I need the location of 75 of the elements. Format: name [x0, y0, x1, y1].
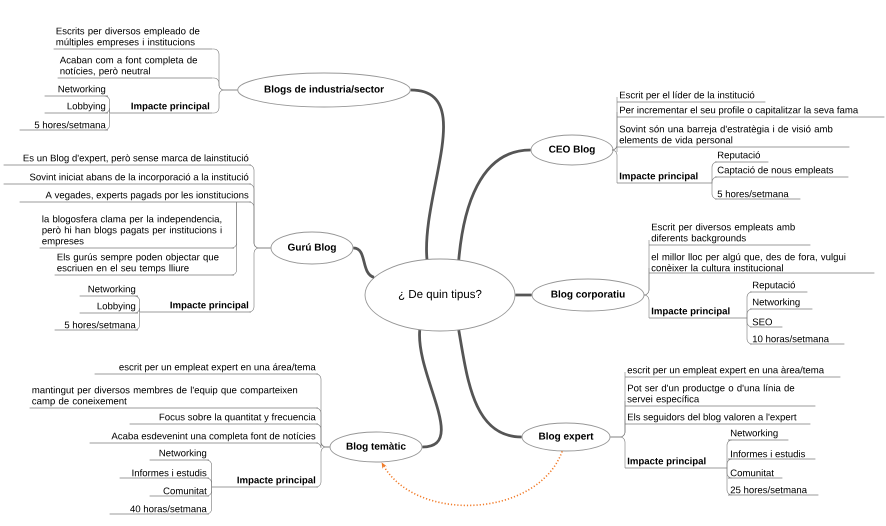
underlined-text: Acaba esdevenint una completa font de notícies [89, 432, 318, 444]
branch-line [418, 330, 443, 448]
underlined-text: Escrit per diversos empleats amb diferents backgrounds [648, 223, 811, 246]
underlined-text: Impacte principal [109, 102, 212, 114]
connector-line [248, 248, 271, 312]
underlined-text: Impacte principal [211, 476, 318, 488]
underlined-text: SEO [750, 318, 783, 328]
branch-line [515, 294, 532, 296]
underlined-text: Networking [79, 285, 138, 296]
underlined-text: Networking [149, 449, 210, 460]
connector-line [746, 318, 752, 344]
underlined-text: Sovint iniciat abans de la incorporació a la institució [3, 173, 252, 184]
dotted-arrow [382, 451, 563, 506]
underlined-text: 5 hores/setmana [54, 321, 138, 330]
underlined-text: Comunitat [728, 469, 783, 478]
underlined-text: Informes i estudis [728, 450, 816, 460]
underlined-text: Informes i estudis [119, 469, 210, 478]
underlined-text: Networking [728, 429, 789, 440]
connector-line [134, 308, 140, 314]
branch-line [457, 330, 522, 438]
branch-line [410, 88, 445, 260]
connector-line [206, 486, 212, 514]
connector-line [726, 458, 732, 468]
connector-line [712, 162, 718, 184]
underlined-text: Focus sobre la quantitat y frecuencia [129, 413, 318, 424]
underlined-text: mantingut per diversos membres de l'equip que comparteixen camp de coneixement [29, 386, 318, 408]
underlined-text: escrit per un empleat expert en una àrea/tema [624, 366, 841, 378]
underlined-text: el millor lloc per algú que, des de fora, vulgui conèixer la cultura institucional [648, 253, 875, 274]
underlined-text: Reputació [714, 151, 769, 162]
underlined-text: Els seguidors del blog valoren a l'expert [624, 413, 811, 424]
underlined-text: 25 hores/setmana [728, 486, 819, 496]
underlined-text: Acaban com a font completa de notícies, però neutral [57, 56, 212, 78]
underlined-text: Reputació [750, 281, 808, 292]
underlined-text: Networking [750, 298, 813, 310]
underlined-text: Escrit per el líder de la institució [616, 91, 766, 102]
underlined-text: Lobbying [79, 302, 138, 314]
underlined-text: Impacte principal [648, 307, 748, 318]
underlined-text: la blogosfera clama per la independencia, però hi han blogs pagats per institucions i empreses [39, 215, 234, 248]
underlined-text: Captació de nous empleats [714, 166, 849, 178]
underlined-text: 40 horas/setmana [109, 505, 210, 514]
connector-line [612, 150, 618, 184]
connector-line [644, 294, 650, 318]
underlined-text: Es un Blog d'expert, però sense marca de lainstitució [3, 154, 252, 166]
connector-line [746, 308, 752, 318]
underlined-text: escrit per un empleat expert en una área/tema [94, 363, 318, 374]
underlined-text: Lobbying [44, 102, 108, 114]
branch-line [457, 148, 531, 260]
connector-line [206, 478, 212, 488]
underlined-text: Impacte principal [624, 457, 728, 468]
underlined-text: A vegades, experts pagads por les ionstitucions [19, 191, 252, 202]
underlined-text: 10 horas/setmana [750, 335, 845, 344]
connector-line [231, 202, 237, 276]
underlined-text: Per incrementar el seu profile o capitalitzar la seva fama [616, 106, 885, 118]
underlined-text: Impacte principal [139, 301, 252, 312]
branch-line [353, 246, 375, 279]
connector-line [134, 312, 140, 330]
connector-line [644, 268, 650, 296]
underlined-text: Sovint són una barreja d'estratègia i de visió amb elements de vida personal [616, 125, 850, 148]
connector-line [212, 90, 238, 114]
underlined-text: Comunitat [149, 487, 210, 496]
connector-line [712, 176, 718, 184]
underlined-text: Pot ser d'un productge o d'una línia de servei específica [624, 384, 816, 406]
connector-line [612, 142, 618, 152]
connector-line [104, 108, 110, 114]
underlined-text: 5 hores/setmana [19, 121, 108, 130]
underlined-text: Impacte principal [616, 172, 713, 184]
connector-line [726, 468, 732, 496]
connector-line [610, 436, 626, 468]
underlined-text: Networking [44, 85, 108, 96]
connector-line [104, 112, 110, 130]
underlined-text: 5 hores/setmana [714, 190, 801, 200]
connector-line [712, 182, 718, 200]
underlined-text: Els gurús sempre poden objectar que escriuen en el seu temps lliure [54, 253, 234, 276]
connector-line [316, 446, 330, 488]
underlined-text: Escrits per diversos empleado de múltiples empreses i institucions [53, 27, 212, 50]
